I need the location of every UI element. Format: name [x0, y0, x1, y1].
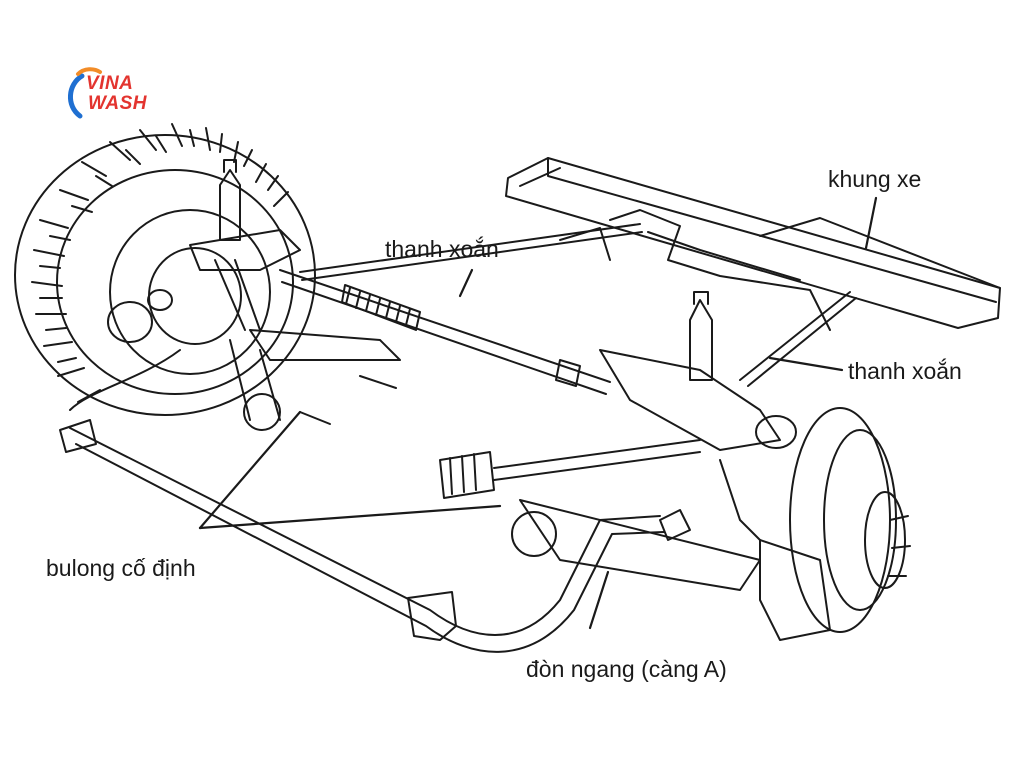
- stabilizer-bar: [59, 349, 665, 653]
- leader-lines: [198, 196, 878, 630]
- steering-rack: [279, 269, 611, 395]
- logo-text-vina: VINA: [86, 73, 134, 94]
- right-upper-arm: [599, 291, 797, 541]
- right-control-arm: [439, 439, 761, 591]
- right-brake-disc: [759, 407, 911, 641]
- left-lower-arm: [229, 329, 401, 431]
- torsion-bars: [299, 223, 857, 387]
- logo-swoosh-icon: [68, 67, 102, 119]
- vehicle-frame: [505, 157, 1001, 331]
- left-upper-arm: [107, 159, 301, 343]
- label-fixing-bolt: bulong cố định: [46, 555, 196, 581]
- left-tire: [14, 123, 316, 416]
- label-frame: khung xe: [828, 166, 922, 192]
- vinawash-logo: VINA WASH: [60, 66, 170, 126]
- logo-text-wash: WASH: [88, 93, 147, 114]
- label-control-arm: đòn ngang (càng A): [526, 656, 727, 682]
- label-torsion-bar-top: thanh xoắn: [385, 236, 499, 262]
- label-torsion-bar-right: thanh xoắn: [848, 358, 962, 384]
